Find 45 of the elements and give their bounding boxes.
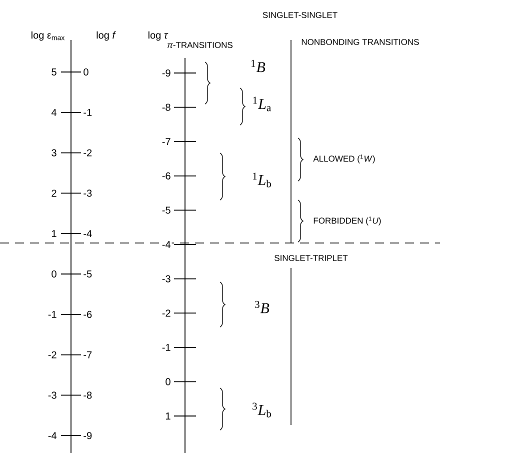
tick-label: 0 (164, 377, 172, 386)
axis-title: log f (95, 30, 117, 42)
section-heading: NONBONDING TRANSITIONS (300, 38, 420, 46)
tick-label: -1 (82, 108, 94, 117)
tick-label: 2 (50, 188, 58, 198)
band-label: FORBIDDEN ($^{1}$U) (312, 216, 382, 226)
tick-label: 0 (82, 67, 90, 77)
tick-label: -5 (82, 270, 94, 278)
tick-label: -5 (160, 206, 172, 215)
tick-label: -8 (82, 390, 94, 400)
transition-label: $^{3}$L$_{b}$ (251, 402, 273, 418)
axis-title: log τ (146, 30, 170, 42)
tick-label: -7 (160, 137, 172, 146)
tick-label: -9 (160, 68, 172, 78)
tick-label: -2 (82, 148, 94, 158)
tick-label: 3 (50, 148, 58, 158)
tick-label: -4 (82, 229, 94, 238)
section-heading: SINGLET-TRIPLET (273, 254, 349, 262)
tick-label: -4 (46, 431, 58, 440)
transition-label: $^{1}$L$_{a}$ (251, 96, 273, 112)
tick-label: -2 (46, 350, 58, 360)
transition-label: $^{3}$B (254, 300, 270, 314)
tick-label: -8 (160, 102, 172, 112)
tick-label: 0 (50, 269, 58, 279)
tick-label: -1 (46, 310, 58, 319)
tick-label: -9 (82, 431, 94, 440)
tick-label: -6 (82, 310, 94, 319)
tick-label: -3 (82, 188, 94, 198)
band-label: ALLOWED ($^{1}$W) (312, 154, 376, 164)
tick-label: -3 (46, 390, 58, 400)
tick-label: 1 (50, 229, 58, 238)
transition-label: $^{1}$B (250, 58, 266, 74)
tick-label: 4 (50, 108, 58, 117)
tick-label: -2 (160, 308, 172, 318)
axis-title: log ε$_{max}$ (30, 30, 66, 42)
tick-label: 1 (164, 412, 172, 420)
tick-label: -7 (82, 350, 94, 360)
section-heading: π-TRANSITIONS (166, 41, 234, 49)
tick-label: -3 (160, 274, 172, 284)
tick-label: -1 (160, 342, 172, 352)
transition-label: $^{1}$L$_{b}$ (251, 172, 273, 188)
tick-label: -4 (160, 240, 172, 249)
tick-label: 5 (50, 68, 58, 76)
section-heading: SINGLET-SINGLET (261, 11, 339, 19)
tick-label: -6 (160, 171, 172, 180)
